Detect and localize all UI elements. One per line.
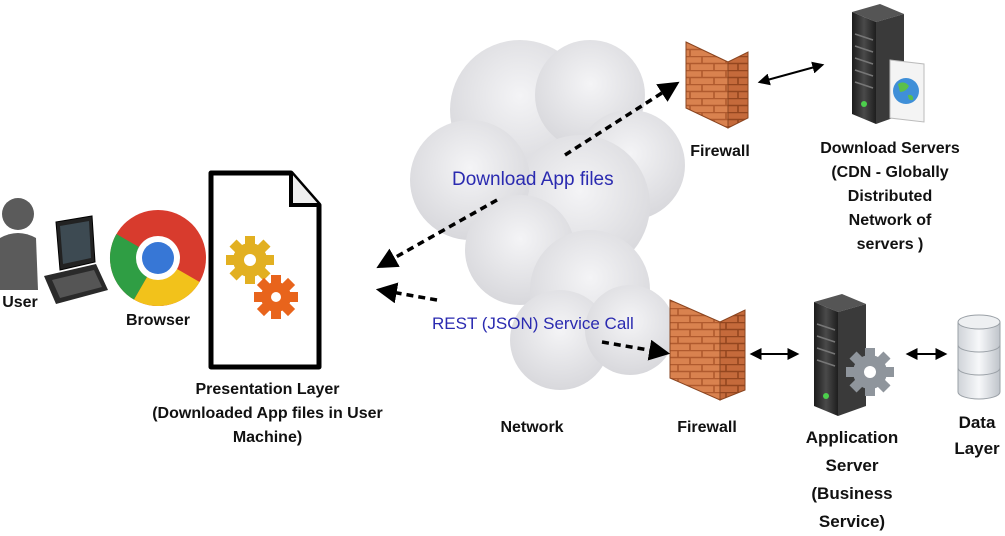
- rest-arrow: [375, 282, 671, 361]
- user-icon: [0, 198, 38, 290]
- firewall-icon: [669, 299, 746, 401]
- firewall-bottom-label: Firewall: [677, 419, 737, 436]
- firewall-top-label: Firewall: [690, 143, 750, 160]
- firewall-icon: [685, 41, 749, 129]
- laptop-icon: [44, 215, 108, 304]
- browser-icon: [109, 210, 206, 307]
- globe-icon: [889, 59, 925, 123]
- connection-arrow: [749, 61, 948, 360]
- rest-flow-label: REST (JSON) Service Call: [432, 314, 634, 333]
- download-servers-label: Download Servers (CDN - Globally Distrib…: [820, 140, 960, 253]
- application-server-label: Application Server (Business Service): [805, 428, 899, 531]
- network-label: Network: [500, 419, 564, 436]
- user-label: User: [2, 294, 38, 311]
- presentation-layer-label: Presentation Layer (Downloaded App files…: [152, 381, 383, 446]
- gear-icon: [254, 275, 298, 319]
- gear-icon: [846, 348, 894, 396]
- download-flow-label: Download App files: [452, 169, 614, 190]
- browser-label: Browser: [125, 312, 191, 329]
- data-layer-label: Data Layer: [954, 413, 1000, 458]
- download-arrow: [376, 81, 680, 269]
- cloud-icon: [410, 40, 685, 390]
- gear-icon: [226, 236, 274, 284]
- database-icon: [957, 314, 1001, 400]
